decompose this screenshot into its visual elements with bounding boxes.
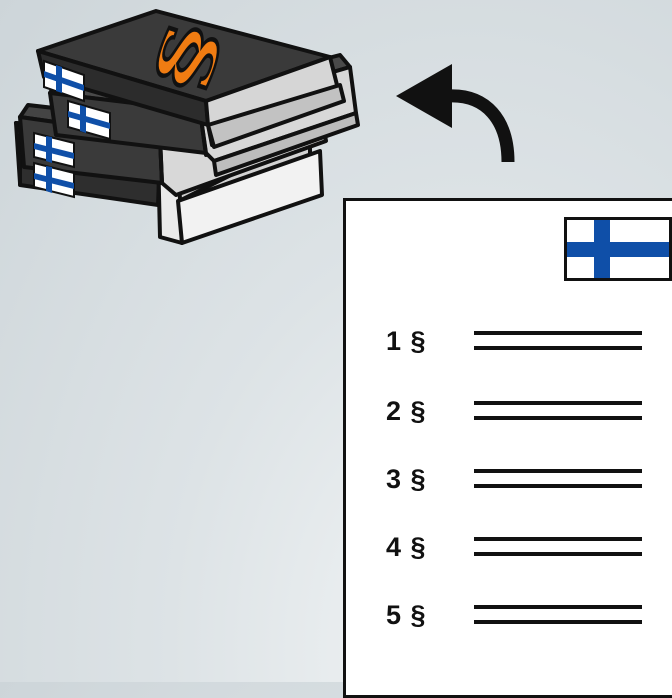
- section-label: 5 §: [386, 595, 456, 635]
- section-label: 4 §: [386, 527, 456, 567]
- section-row: 2 §: [386, 391, 672, 431]
- text-lines-icon: [474, 329, 642, 355]
- section-row: 3 §: [386, 459, 672, 499]
- law-document: 1 § 2 § 3 § 4 § 5 §: [343, 198, 672, 698]
- section-label: 1 §: [386, 321, 456, 361]
- section-row: 1 §: [386, 321, 672, 361]
- section-row: 4 §: [386, 527, 672, 567]
- text-lines-icon: [474, 399, 642, 425]
- finnish-flag-icon: [564, 217, 672, 281]
- law-books-stack-icon: §: [10, 5, 360, 255]
- text-lines-icon: [474, 467, 642, 493]
- text-lines-icon: [474, 535, 642, 561]
- text-lines-icon: [474, 603, 642, 629]
- curved-arrow-icon: [390, 50, 530, 180]
- section-label: 2 §: [386, 391, 456, 431]
- section-label: 3 §: [386, 459, 456, 499]
- section-row: 5 §: [386, 595, 672, 635]
